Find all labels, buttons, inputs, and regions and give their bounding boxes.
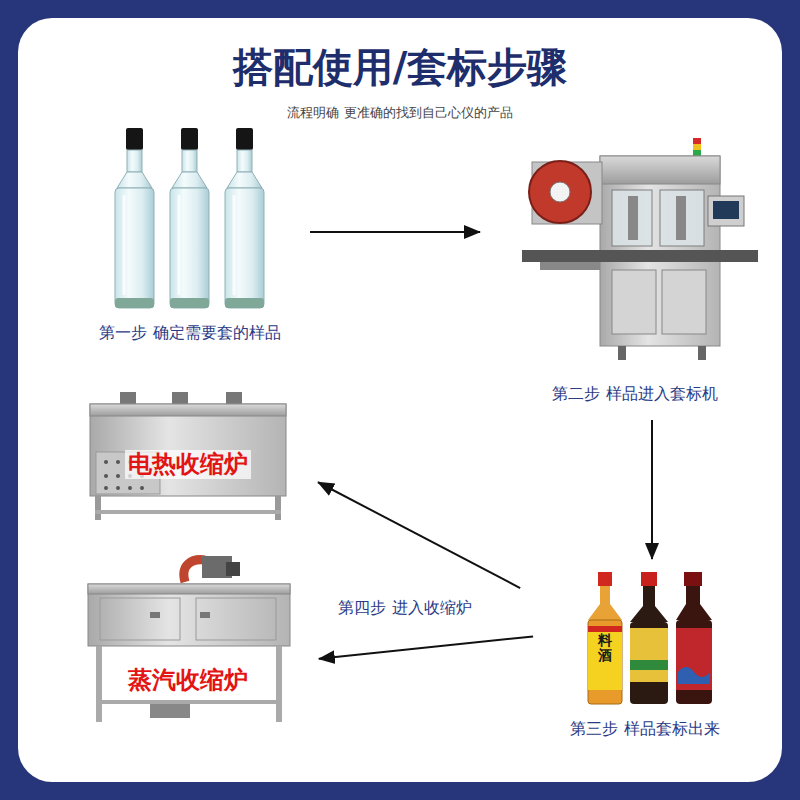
step-four-label: 第四步 进入收缩炉 [336,598,473,619]
flow-arrow [310,231,480,233]
machine-name: 蒸汽收缩炉 [125,666,251,695]
oven-electric: 电热收缩炉 [80,388,295,525]
glass-bottles [115,128,264,308]
subtitle: 流程明确 更准确的找到自己心仪的产品 [285,104,514,122]
diagram-title: 搭配使用/套标步骤 [0,40,800,95]
flow-arrow [318,482,520,588]
sleeve-machine [522,138,758,360]
step-caption: 第二步 样品进入套标机 [552,384,717,405]
step-sample: 第一步 确定需要套的样品 [70,125,310,350]
step-caption: 第三步 样品套标出来 [570,719,719,740]
electric-oven [90,392,286,520]
step-caption: 第一步 确定需要套的样品 [99,323,280,344]
sauce-bottles [588,572,712,704]
steam-oven [88,556,290,722]
bottle-label-text: 料酒 [598,633,612,664]
flow-arrow [319,636,533,658]
machine-name: 电热收缩炉 [125,450,251,479]
flow-arrow [651,420,653,559]
step-result: 第三步 样品套标出来 [545,565,745,745]
step-machine: 第二步 样品进入套标机 [520,148,750,410]
oven-steam: 蒸汽收缩炉 [80,548,295,725]
